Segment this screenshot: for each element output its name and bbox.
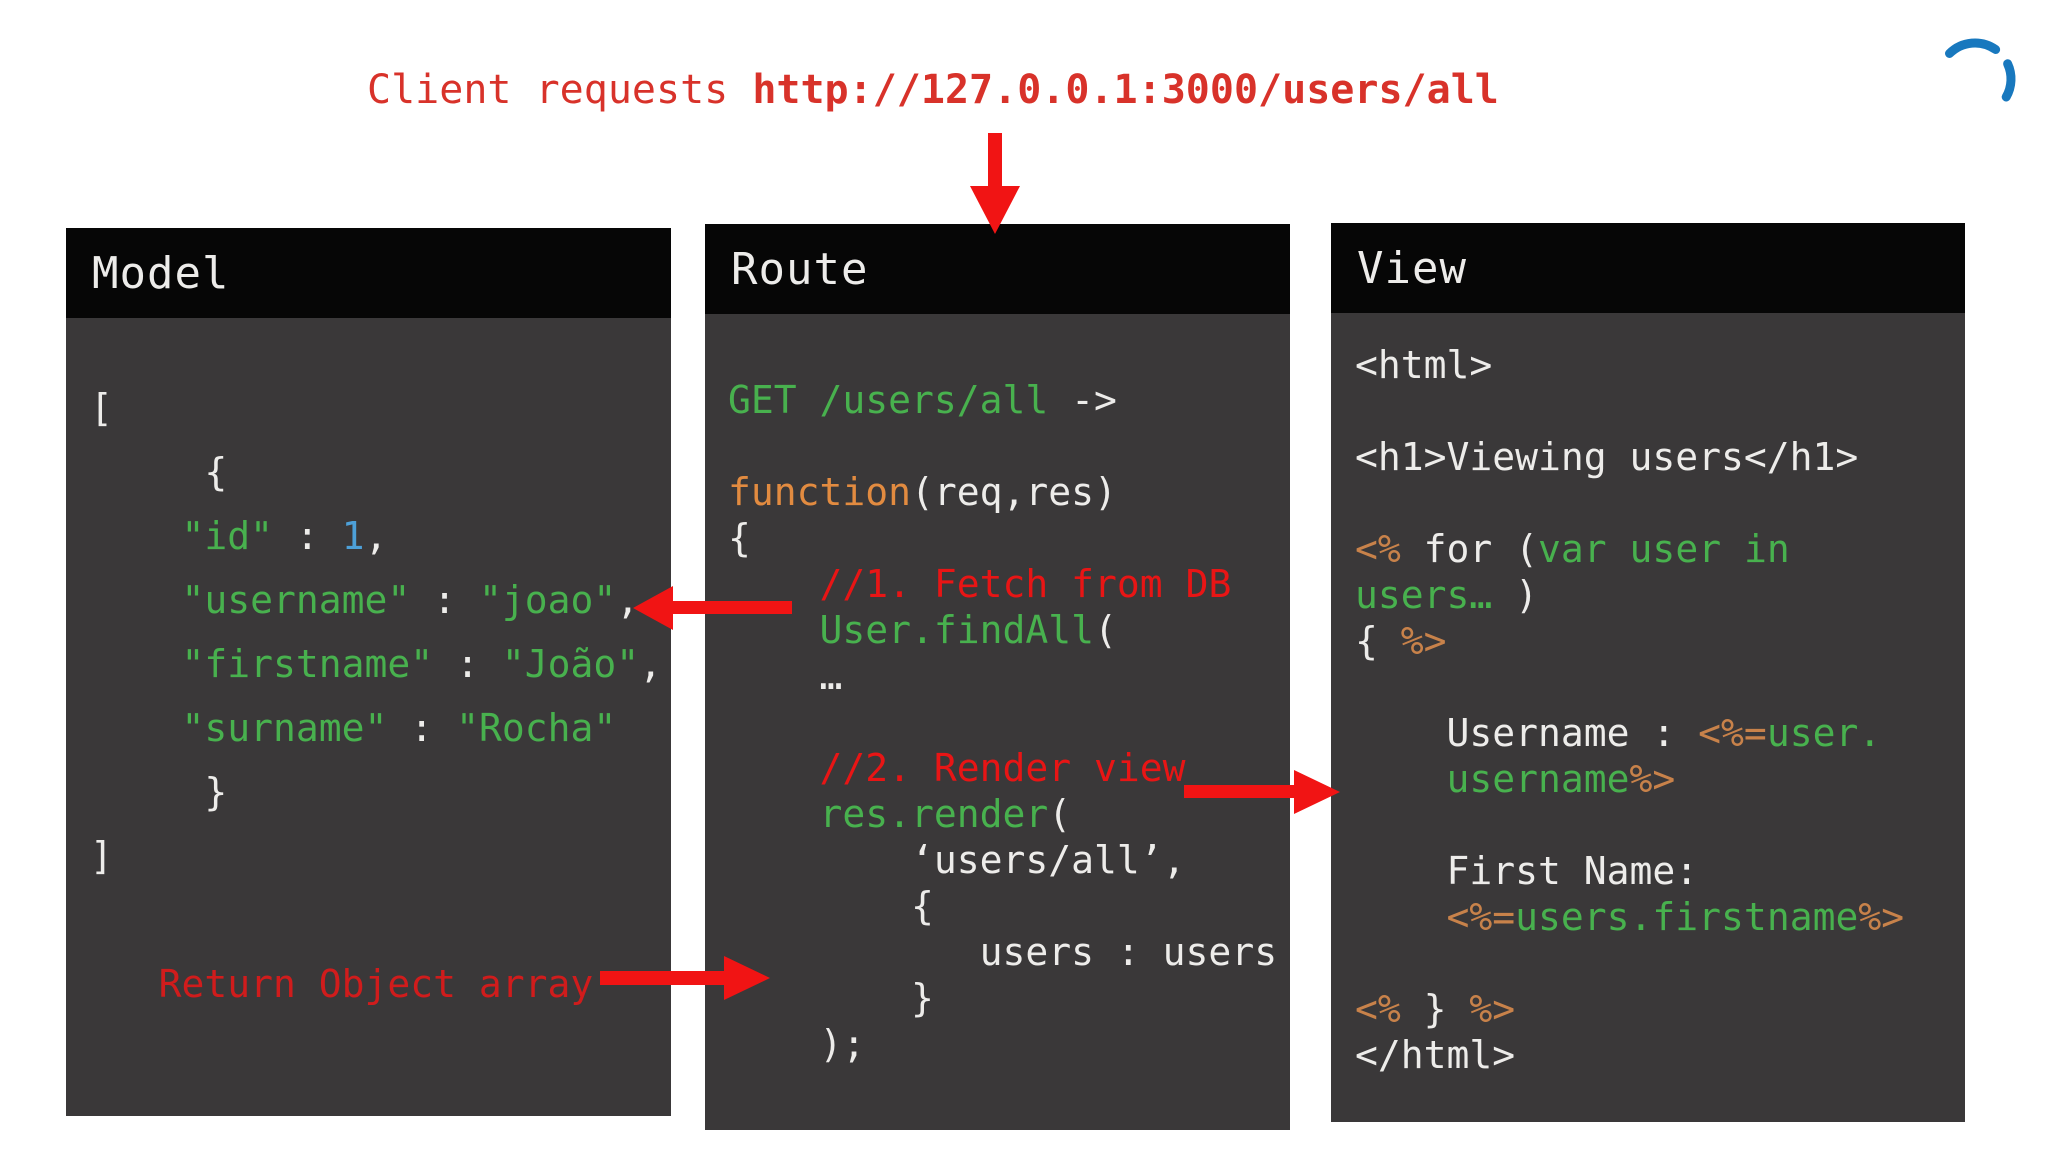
code-line: Return Object array xyxy=(90,962,594,1006)
code-line: ‘users/all’, xyxy=(728,838,1186,882)
code-line: </html> xyxy=(1355,1033,1516,1077)
code-line: username%> xyxy=(1446,757,1676,801)
code-line: { xyxy=(728,516,751,560)
code-line: ); xyxy=(728,1022,866,1066)
partial-circle-logo xyxy=(1945,38,2016,102)
code-line: { xyxy=(90,450,228,494)
view-code-block: <html> <h1>Viewing users</h1> <% for (va… xyxy=(1331,313,1965,1122)
code-line: [ xyxy=(90,386,113,430)
route-panel-header: Route xyxy=(705,224,1290,314)
code-line xyxy=(1355,664,1965,710)
model-panel: Model [ { "id" : 1, "username" : "joao",… xyxy=(66,228,671,1116)
code-line: { xyxy=(728,884,934,928)
code-line: } xyxy=(728,976,934,1020)
code-line xyxy=(1355,388,1965,434)
route-panel: Route GET /users/all -> function(req,res… xyxy=(705,224,1290,1130)
code-line: <html> xyxy=(1355,343,1493,387)
code-line: ] xyxy=(90,834,113,878)
code-line: First Name: xyxy=(1355,849,1699,893)
code-line xyxy=(1355,802,1965,848)
code-line: users… ) xyxy=(1355,573,1539,617)
code-line: <%=users.firstname%> xyxy=(1446,895,1905,939)
code-line: <% for (var user in xyxy=(1355,527,1790,571)
code-line: //2. Render view xyxy=(819,746,1186,790)
code-line: <% } %> xyxy=(1355,987,1516,1031)
code-line: "firstname" : "João", xyxy=(181,642,662,686)
route-panel-title: Route xyxy=(731,243,869,295)
code-line: GET /users/all -> xyxy=(728,378,1117,422)
view-panel-header: View xyxy=(1331,223,1965,313)
view-panel-title: View xyxy=(1357,242,1467,294)
code-line: } xyxy=(90,770,228,814)
code-line: "surname" : "Rocha" xyxy=(181,706,617,750)
code-line xyxy=(728,423,1290,469)
client-request-prefix: Client requests xyxy=(367,67,753,113)
code-line: "id" : 1, xyxy=(181,514,388,558)
code-line: //1. Fetch from DB xyxy=(819,562,1232,606)
code-line: users : users xyxy=(728,930,1278,974)
code-line: res.render( xyxy=(819,792,1072,836)
code-line xyxy=(90,888,671,952)
model-panel-header: Model xyxy=(66,228,671,318)
route-code-block: GET /users/all -> function(req,res){ //1… xyxy=(705,314,1290,1130)
code-line: User.findAll( xyxy=(819,608,1117,652)
code-line: … xyxy=(728,654,843,698)
client-request-url: http://127.0.0.1:3000/users/all xyxy=(752,67,1499,113)
code-line xyxy=(728,699,1290,745)
view-panel: View <html> <h1>Viewing users</h1> <% fo… xyxy=(1331,223,1965,1122)
model-code-block: [ { "id" : 1, "username" : "joao", "firs… xyxy=(66,318,671,1116)
code-line xyxy=(1355,480,1965,526)
client-request-title: Client requests http://127.0.0.1:3000/us… xyxy=(367,68,1499,112)
code-line: "username" : "joao", xyxy=(181,578,640,622)
code-line xyxy=(1355,940,1965,986)
model-panel-title: Model xyxy=(92,247,230,299)
code-line: function(req,res) xyxy=(728,470,1117,514)
code-line: Username : <%=user. xyxy=(1355,711,1882,755)
code-line: { %> xyxy=(1355,619,1447,663)
code-line: <h1>Viewing users</h1> xyxy=(1355,435,1859,479)
